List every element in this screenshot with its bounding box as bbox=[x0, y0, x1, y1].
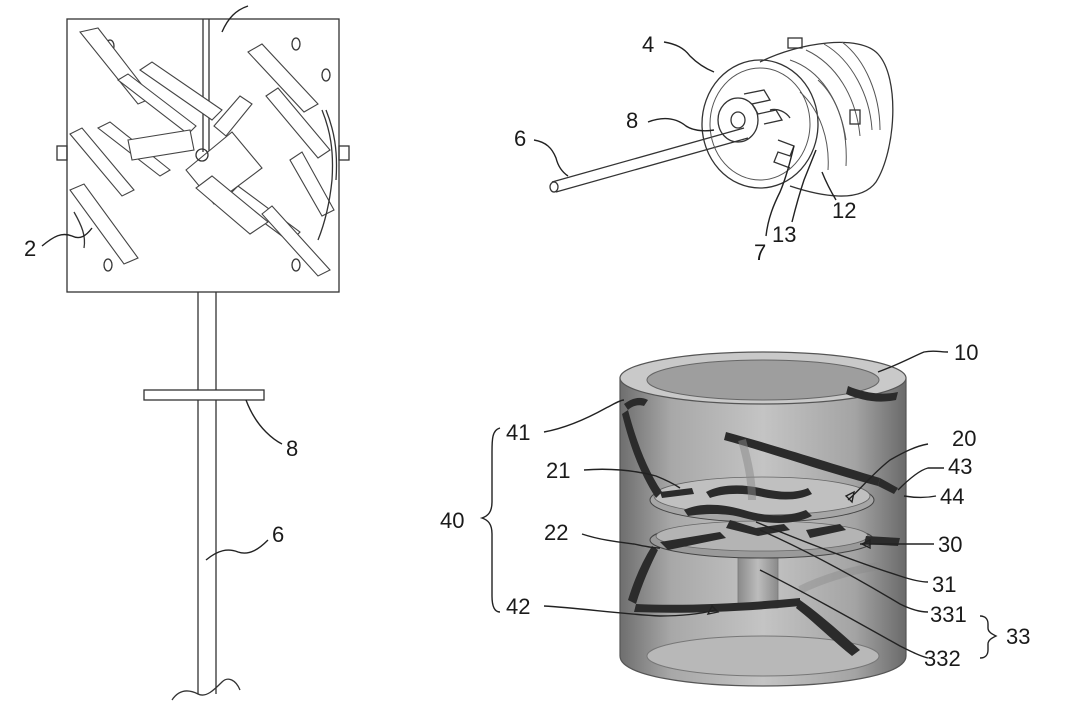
label-30: 30 bbox=[938, 532, 962, 557]
label-7: 7 bbox=[754, 240, 766, 265]
label-22: 22 bbox=[544, 520, 568, 545]
shaft-6-b bbox=[549, 127, 749, 193]
label-44: 44 bbox=[940, 484, 964, 509]
label-8-b: 8 bbox=[626, 108, 638, 133]
helical-band-40 bbox=[622, 386, 900, 656]
label-4: 4 bbox=[642, 32, 654, 57]
drum-4 bbox=[701, 37, 894, 197]
label-20: 20 bbox=[952, 426, 976, 451]
label-41: 41 bbox=[506, 420, 530, 445]
label-31: 31 bbox=[932, 572, 956, 597]
shaft-6 bbox=[171, 292, 241, 701]
label-33: 33 bbox=[1006, 624, 1030, 649]
heater-coil-31 bbox=[660, 485, 846, 550]
rotor-housing-2 bbox=[56, 18, 350, 293]
leader-2 bbox=[41, 227, 93, 247]
label-42: 42 bbox=[506, 594, 530, 619]
label-8-a: 8 bbox=[286, 436, 298, 461]
figure-b-perspective-view: 4 8 6 7 13 12 bbox=[514, 32, 894, 265]
label-43: 43 bbox=[948, 454, 972, 479]
label-21: 21 bbox=[546, 458, 570, 483]
label-10: 10 bbox=[954, 340, 978, 365]
leader-6-a bbox=[205, 539, 269, 561]
figure-c-cutaway-view: 10 20 43 44 41 21 40 22 30 31 42 331 33 … bbox=[440, 340, 1030, 687]
leader-8-a bbox=[245, 399, 283, 445]
brace-33 bbox=[979, 615, 998, 659]
label-331: 331 bbox=[930, 602, 967, 627]
label-332: 332 bbox=[924, 646, 961, 671]
label-12: 12 bbox=[832, 198, 856, 223]
label-6-a: 6 bbox=[272, 522, 284, 547]
brace-40 bbox=[479, 427, 501, 613]
figure-a-front-view: 2 8 6 bbox=[24, 5, 350, 701]
flange-8 bbox=[143, 389, 265, 401]
label-13: 13 bbox=[772, 222, 796, 247]
label-6-b: 6 bbox=[514, 126, 526, 151]
label-2: 2 bbox=[24, 236, 36, 261]
label-40: 40 bbox=[440, 508, 464, 533]
